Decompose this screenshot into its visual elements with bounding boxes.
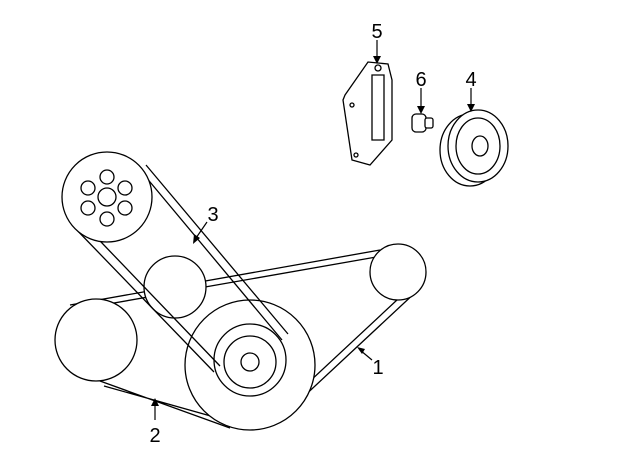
callout-1: 1 <box>372 357 383 379</box>
tensioner-pulley <box>439 109 509 187</box>
belt-3[interactable] <box>71 164 289 373</box>
idler-pulley <box>369 243 427 301</box>
arrowheads <box>151 56 475 406</box>
bolt <box>411 113 434 133</box>
callout-2: 2 <box>149 425 160 447</box>
tensioner-bracket <box>342 61 393 166</box>
crankshaft-pulley <box>184 299 316 431</box>
water-pump-pulley <box>61 151 153 243</box>
callout-5: 5 <box>371 21 382 43</box>
callout-4: 4 <box>465 69 476 91</box>
callout-6: 6 <box>415 69 426 91</box>
power-steering-pulley <box>54 298 138 382</box>
callout-3: 3 <box>207 204 218 226</box>
